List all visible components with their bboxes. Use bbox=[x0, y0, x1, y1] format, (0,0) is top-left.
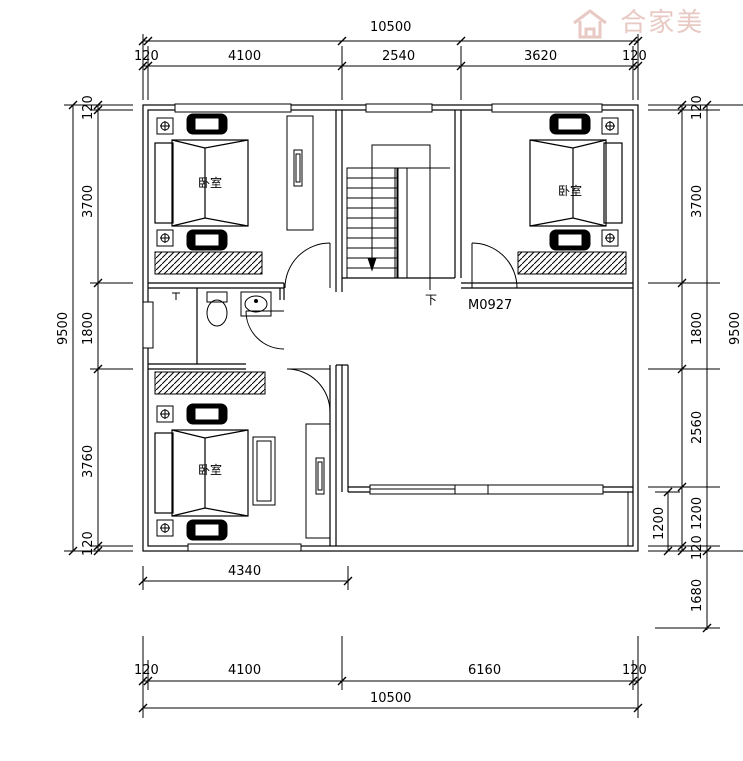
dim-right-lower-1: 1200 bbox=[652, 507, 667, 540]
dim-bottom-inner: 4340 bbox=[228, 564, 261, 579]
door-code-label: M0927 bbox=[468, 298, 512, 313]
dim-bottom-seg-3: 6160 bbox=[468, 663, 501, 678]
dim-right-lower-2: 120 bbox=[690, 535, 705, 560]
dim-left-seg-3: 1800 bbox=[81, 312, 96, 345]
dim-top-seg-2: 4100 bbox=[228, 49, 261, 64]
dim-right-lower-4: 1680 bbox=[690, 579, 705, 612]
bedroom-nw-label: 卧室 bbox=[198, 175, 222, 190]
dim-left-seg-2: 3700 bbox=[81, 185, 96, 218]
nightstands bbox=[156, 117, 619, 537]
bedroom-sw-label: 卧室 bbox=[198, 462, 222, 477]
stair-down-label: 下 bbox=[425, 293, 437, 307]
dim-top-seg-1: 120 bbox=[134, 49, 159, 64]
dim-bottom-seg-4: 120 bbox=[622, 663, 647, 678]
dim-left-seg-1: 120 bbox=[81, 95, 96, 120]
dim-bottom-total: 10500 bbox=[370, 691, 411, 706]
dim-top-seg-4: 3620 bbox=[524, 49, 557, 64]
staircase bbox=[346, 144, 450, 290]
dim-right-seg-4: 2560 bbox=[690, 411, 705, 444]
bedroom-ne-label: 卧室 bbox=[558, 183, 582, 198]
dim-top-total: 10500 bbox=[370, 20, 411, 35]
dim-bottom-seg-1: 120 bbox=[134, 663, 159, 678]
dim-top-seg-5: 120 bbox=[622, 49, 647, 64]
dim-right-seg-2: 3700 bbox=[690, 185, 705, 218]
dim-left-seg-4: 3760 bbox=[81, 445, 96, 478]
dim-left-total: 9500 bbox=[56, 312, 71, 345]
watermark-text: 合家美 bbox=[620, 8, 705, 38]
doors bbox=[245, 242, 518, 413]
dim-bottom-seg-2: 4100 bbox=[228, 663, 261, 678]
exterior-walls bbox=[142, 104, 639, 552]
dim-right-seg-3: 1800 bbox=[690, 312, 705, 345]
dim-right-total: 9500 bbox=[728, 312, 743, 345]
beds bbox=[154, 139, 623, 517]
bottom-window bbox=[187, 543, 302, 552]
dimension-ticks bbox=[68, 36, 712, 713]
dim-left-seg-5: 120 bbox=[81, 531, 96, 556]
dim-right-seg-1: 120 bbox=[690, 95, 705, 120]
cabinets bbox=[252, 115, 331, 539]
bathroom-fixtures bbox=[172, 291, 272, 327]
bathroom-window bbox=[142, 301, 154, 349]
house-logo-icon bbox=[573, 8, 607, 38]
balcony-door bbox=[369, 484, 604, 495]
top-windows bbox=[174, 103, 603, 113]
pillows bbox=[186, 113, 591, 541]
dim-right-lower-3: 1200 bbox=[690, 497, 705, 530]
wardrobes bbox=[154, 251, 627, 395]
watermark: 合家美 bbox=[570, 2, 704, 41]
dim-top-seg-3: 2540 bbox=[382, 49, 415, 64]
